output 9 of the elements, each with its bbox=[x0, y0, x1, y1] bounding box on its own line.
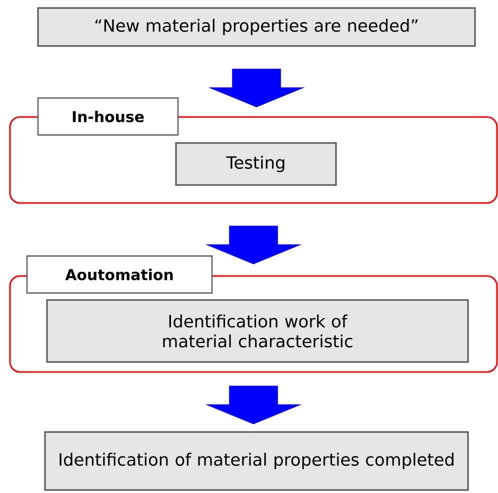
block-arrow bbox=[205, 226, 302, 264]
process-box: “New material properties are needed” bbox=[37, 7, 476, 47]
process-box: Testing bbox=[175, 142, 337, 186]
block-arrow bbox=[205, 386, 302, 424]
heading-tab: In-house bbox=[37, 97, 179, 136]
process-box: Identification work of material characteristic bbox=[46, 299, 469, 363]
process-box: Identification of material properties completed bbox=[44, 431, 469, 491]
block-arrow bbox=[208, 68, 305, 108]
heading-tab: Aoutomation bbox=[26, 255, 213, 294]
